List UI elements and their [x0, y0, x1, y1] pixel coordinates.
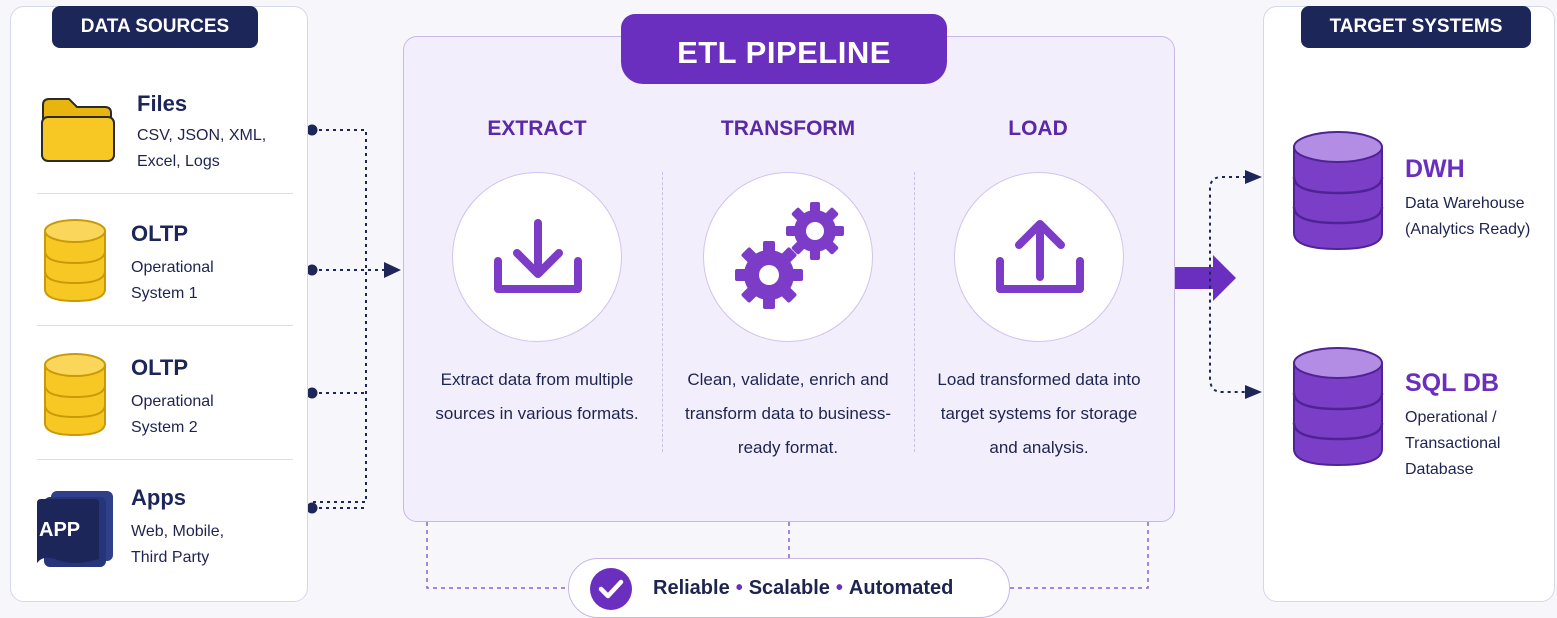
- data-sources-panel: Files CSV, JSON, XML, Excel, Logs OLTP O…: [10, 6, 308, 602]
- download-icon: [494, 219, 582, 293]
- footer-text: Reliable•Scalable•Automated: [653, 559, 953, 617]
- app-icon-label: APP: [39, 519, 81, 541]
- source-divider: [37, 325, 293, 326]
- footer-word: Reliable: [653, 577, 730, 599]
- source-title: Files: [137, 91, 188, 116]
- extract-circle: [452, 172, 622, 342]
- database-icon: [44, 219, 106, 303]
- source-divider: [37, 459, 293, 460]
- source-title: Apps: [131, 485, 186, 510]
- source-subtitle: Operational System 2: [131, 393, 214, 436]
- footer-separator: •: [735, 577, 743, 599]
- stage-divider: [914, 172, 915, 452]
- stage-title-load: LOAD: [1008, 117, 1068, 140]
- footer-word: Automated: [848, 577, 954, 599]
- source-subtitle: Operational System 1: [131, 259, 214, 302]
- upload-icon: [996, 220, 1084, 293]
- transform-circle: [703, 172, 873, 342]
- source-title: OLTP: [131, 355, 189, 380]
- target-subtitle: Operational / Transactional Database: [1405, 409, 1501, 478]
- app-icon: [37, 491, 113, 567]
- database-icon: [1292, 347, 1384, 467]
- source-title: OLTP: [131, 221, 189, 246]
- stage-desc-transform: Clean, validate, enrich and transform da…: [685, 370, 891, 457]
- source-subtitle: CSV, JSON, XML, Excel, Logs: [137, 127, 267, 170]
- stage-divider: [662, 172, 663, 452]
- stage-title-transform: TRANSFORM: [720, 117, 856, 140]
- source-subtitle: Web, Mobile, Third Party: [131, 523, 225, 566]
- stage-desc-load: Load transformed data into target system…: [937, 370, 1141, 457]
- source-oltp-1: OLTP Operational System 1: [11, 203, 307, 333]
- check-circle-icon: [590, 568, 632, 610]
- target-title: DWH: [1405, 155, 1465, 183]
- stage-title-extract: EXTRACT: [487, 117, 587, 140]
- footer-separator: •: [835, 577, 843, 599]
- load-circle: [954, 172, 1124, 342]
- database-icon: [44, 353, 106, 437]
- source-divider: [37, 193, 293, 194]
- data-sources-tag: DATA SOURCES: [52, 6, 258, 48]
- database-icon: [1292, 131, 1384, 251]
- gears-icon: [735, 202, 844, 309]
- footer-badge: Reliable•Scalable•Automated: [568, 558, 1010, 618]
- target-subtitle: Data Warehouse (Analytics Ready): [1405, 195, 1531, 238]
- source-files: Files CSV, JSON, XML, Excel, Logs: [11, 79, 307, 209]
- footer-word: Scalable: [748, 577, 830, 599]
- target-title: SQL DB: [1405, 369, 1499, 397]
- source-oltp-2: OLTP Operational System 2: [11, 337, 307, 467]
- folder-icon: [41, 98, 115, 162]
- stage-desc-extract: Extract data from multiple sources in va…: [435, 370, 639, 423]
- target-systems-tag: TARGET SYSTEMS: [1301, 6, 1531, 48]
- target-systems-panel: DWH Data Warehouse (Analytics Ready) SQL…: [1263, 6, 1555, 602]
- etl-pipeline-title: ETL PIPELINE: [621, 14, 947, 84]
- source-apps: APP Apps Web, Mobile, Third Party: [11, 469, 307, 599]
